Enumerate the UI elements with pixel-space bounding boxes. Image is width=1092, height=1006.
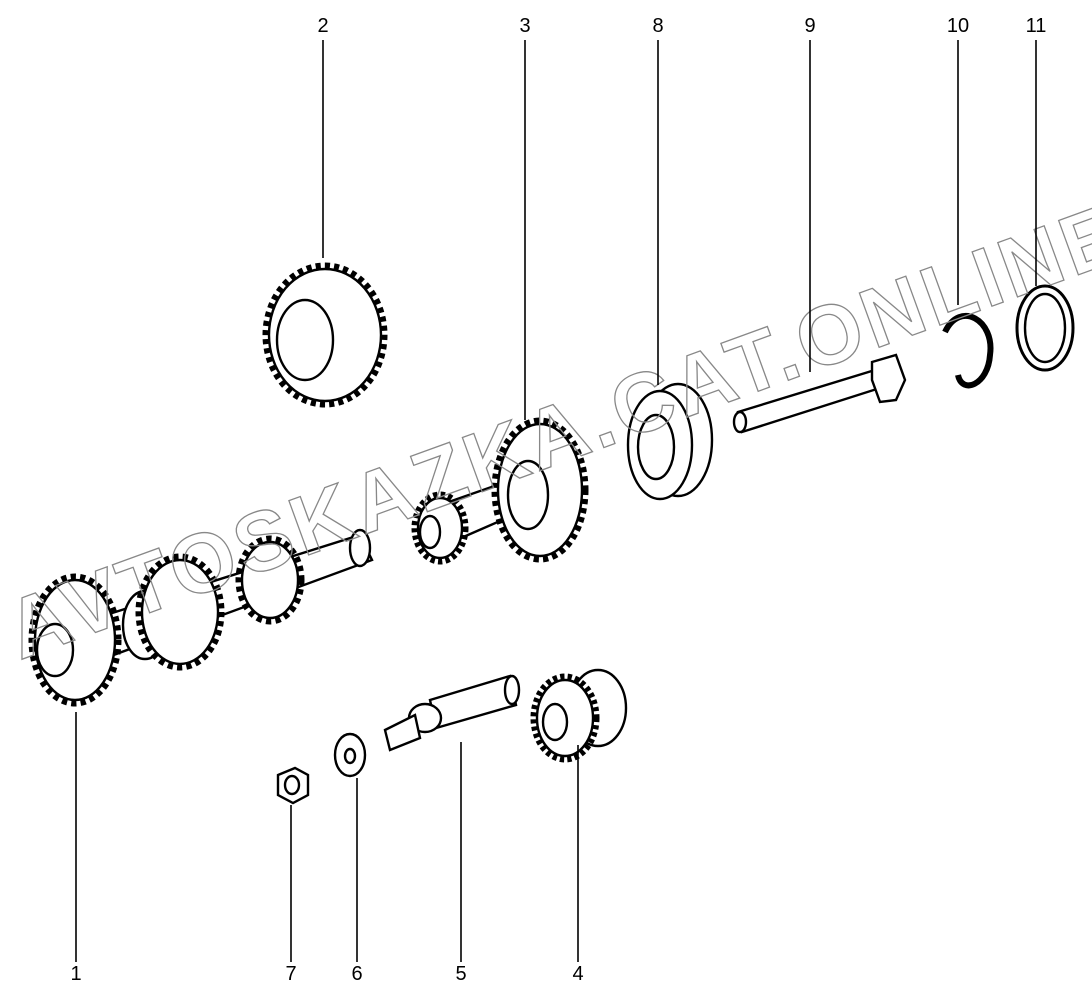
gear-part-2 — [262, 262, 388, 408]
washer-part-6 — [333, 732, 367, 778]
callout-11: 11 — [1026, 15, 1047, 37]
callout-3: 3 — [519, 15, 530, 37]
callout-1: 1 — [70, 963, 81, 985]
callout-5: 5 — [455, 963, 466, 985]
callout-4: 4 — [572, 963, 583, 985]
snap-ring-part-10 — [942, 312, 994, 389]
callout-2: 2 — [317, 15, 328, 37]
callout-labels: 1 2 3 4 5 6 7 8 9 10 11 — [70, 15, 1046, 985]
callout-6: 6 — [351, 963, 362, 985]
gear-part-3 — [411, 417, 589, 565]
watermark: AVTOSKAZKA.CAT.ONLINE — [0, 185, 1092, 677]
ring-part-11 — [1015, 284, 1075, 372]
axle-part-5 — [383, 674, 521, 752]
callout-10: 10 — [947, 15, 969, 37]
gear-part-4 — [530, 668, 628, 763]
intermediate-shaft-part-1 — [28, 528, 374, 707]
callout-9: 9 — [804, 15, 815, 37]
bolt-part-9 — [732, 353, 907, 434]
callout-7: 7 — [285, 963, 296, 985]
callout-8: 8 — [652, 15, 663, 37]
bearing-part-8 — [626, 382, 714, 501]
nut-part-7 — [276, 766, 310, 805]
